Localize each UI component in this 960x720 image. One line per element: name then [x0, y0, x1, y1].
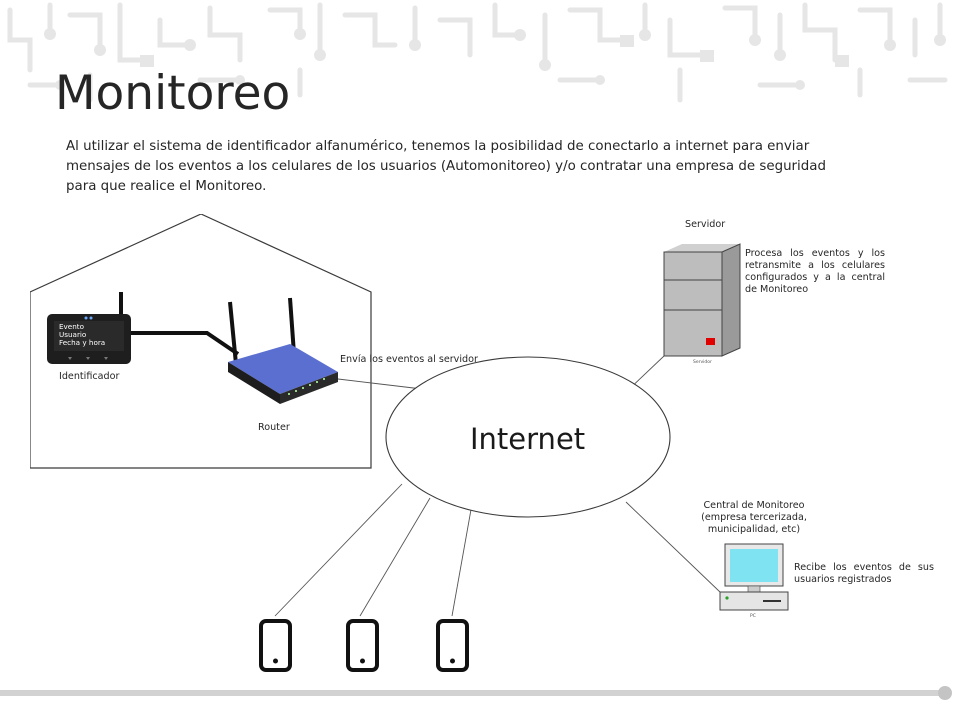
server-label: Servidor [685, 219, 726, 230]
smartphone-icon [346, 619, 379, 672]
router-label: Router [258, 422, 290, 433]
identificador-device [47, 292, 131, 364]
smartphone-icon [259, 619, 292, 672]
router-internet-connection [337, 378, 423, 390]
central-description: Recibe los eventos de sus usuarios regis… [794, 562, 934, 585]
server-caption: Servidor [693, 360, 712, 365]
smartphone-home-button [273, 658, 278, 664]
diagram-drawing [30, 214, 789, 672]
slide-description: Al utilizar el sistema de identificador … [66, 139, 826, 194]
internet-label: Internet [470, 422, 586, 456]
internet-cloud [385, 356, 671, 518]
house-outline [30, 214, 372, 469]
smartphone-icon [436, 619, 469, 672]
connection-label: Envía los eventos al servidor [340, 354, 478, 365]
ethernet-cable [130, 331, 240, 356]
central-title-line: (empresa tercerizada, [701, 512, 807, 523]
central-title-line: municipalidad, etc) [707, 524, 801, 535]
router-device [228, 297, 338, 404]
bottom-decorative-bar [0, 690, 945, 696]
screen-line: Fecha y hora [59, 338, 106, 347]
smartphone-home-button [450, 658, 455, 664]
phone1-internet-connection [274, 483, 403, 617]
bottom-decorative-dot [938, 686, 952, 700]
identificador-label: Identificador [59, 371, 120, 382]
phone3-internet-connection [451, 503, 473, 617]
central-title-line: Central de Monitoreo [703, 500, 805, 511]
screen-line: Usuario [59, 330, 87, 339]
server-device [663, 243, 741, 357]
central-pc-device [719, 543, 789, 611]
identificador-screen-text: Evento Usuario Fecha y hora [59, 323, 105, 347]
circuit-pattern-background [7, 2, 948, 103]
slide-title: Monitoreo [55, 66, 291, 121]
screen-line: Evento [59, 322, 84, 331]
central-internet-connection [625, 501, 721, 593]
phone2-internet-connection [359, 497, 431, 617]
central-title: Central de Monitoreo (empresa tercerizad… [694, 500, 814, 536]
central-caption: PC [750, 614, 756, 619]
monitoring-diagram: Evento Usuario Fecha y hora Identificado… [30, 214, 936, 674]
smartphone-home-button [360, 658, 365, 664]
server-description: Procesa los eventos y los retransmite a … [745, 248, 885, 295]
